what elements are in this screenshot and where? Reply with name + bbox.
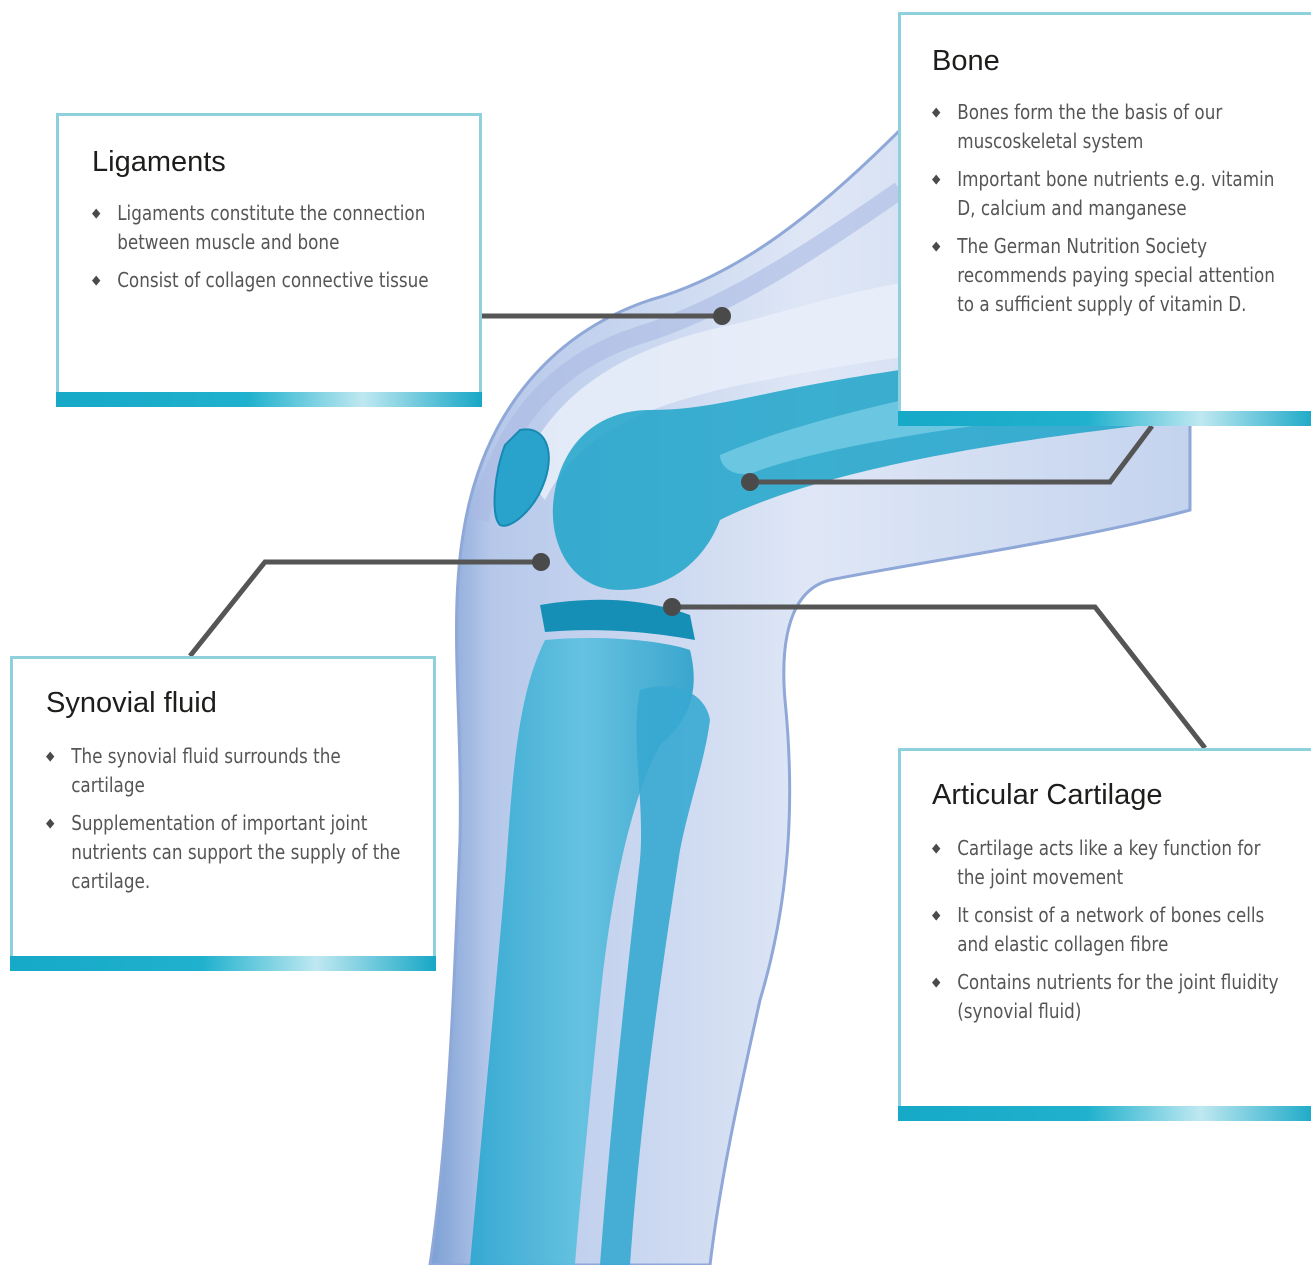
ligaments-callout: Ligaments ◆Ligaments constitute the conn… — [56, 113, 482, 407]
ligaments-title: Ligaments — [92, 146, 479, 179]
list-item: ◆Cartilage acts like a key function for … — [932, 834, 1254, 892]
list-item: ◆The German Nutrition Society recommends… — [932, 232, 1254, 319]
list-item: ◆Bones form the the basis of our muscosk… — [932, 98, 1254, 156]
leader-dot-bone — [741, 473, 759, 491]
diamond-bullet-icon: ◆ — [92, 199, 100, 228]
diamond-bullet-icon: ◆ — [932, 968, 940, 997]
list-item: ◆Ligaments constitute the connection bet… — [92, 199, 417, 257]
articular-cartilage-callout: Articular Cartilage ◆Cartilage acts like… — [898, 748, 1311, 1121]
leader-dot-synovial — [532, 553, 550, 571]
list-item: ◆The synovial fluid surrounds the cartil… — [46, 742, 371, 800]
diamond-bullet-icon: ◆ — [46, 809, 54, 838]
diamond-bullet-icon: ◆ — [932, 232, 940, 261]
list-item: ◆Important bone nutrients e.g. vitamin D… — [932, 165, 1254, 223]
synovial-title: Synovial fluid — [46, 687, 433, 720]
list-item: ◆It consist of a network of bones cells … — [932, 901, 1254, 959]
synovial-list: ◆The synovial fluid surrounds the cartil… — [46, 742, 433, 896]
accent-bar — [10, 956, 436, 971]
diamond-bullet-icon: ◆ — [932, 165, 940, 194]
ligaments-list: ◆Ligaments constitute the connection bet… — [92, 199, 479, 295]
bone-list: ◆Bones form the the basis of our muscosk… — [932, 98, 1311, 319]
list-item: ◆Consist of collagen connective tissue — [92, 266, 417, 295]
diamond-bullet-icon: ◆ — [92, 266, 100, 295]
leader-dot-cartilage — [663, 598, 681, 616]
accent-bar — [898, 1106, 1311, 1121]
diamond-bullet-icon: ◆ — [46, 742, 54, 771]
diamond-bullet-icon: ◆ — [932, 901, 940, 930]
accent-bar — [56, 392, 482, 407]
diamond-bullet-icon: ◆ — [932, 834, 940, 863]
list-item: ◆Supplementation of important joint nutr… — [46, 809, 371, 896]
diamond-bullet-icon: ◆ — [932, 98, 940, 127]
list-item: ◆Contains nutrients for the joint fluidi… — [932, 968, 1254, 1026]
bone-callout: Bone ◆Bones form the the basis of our mu… — [898, 12, 1311, 426]
synovial-fluid-callout: Synovial fluid ◆The synovial fluid surro… — [10, 656, 436, 971]
bone-title: Bone — [932, 45, 1311, 78]
leader-dot-ligaments — [713, 307, 731, 325]
cartilage-title: Articular Cartilage — [932, 779, 1311, 812]
cartilage-list: ◆Cartilage acts like a key function for … — [932, 834, 1311, 1026]
accent-bar — [898, 411, 1311, 426]
